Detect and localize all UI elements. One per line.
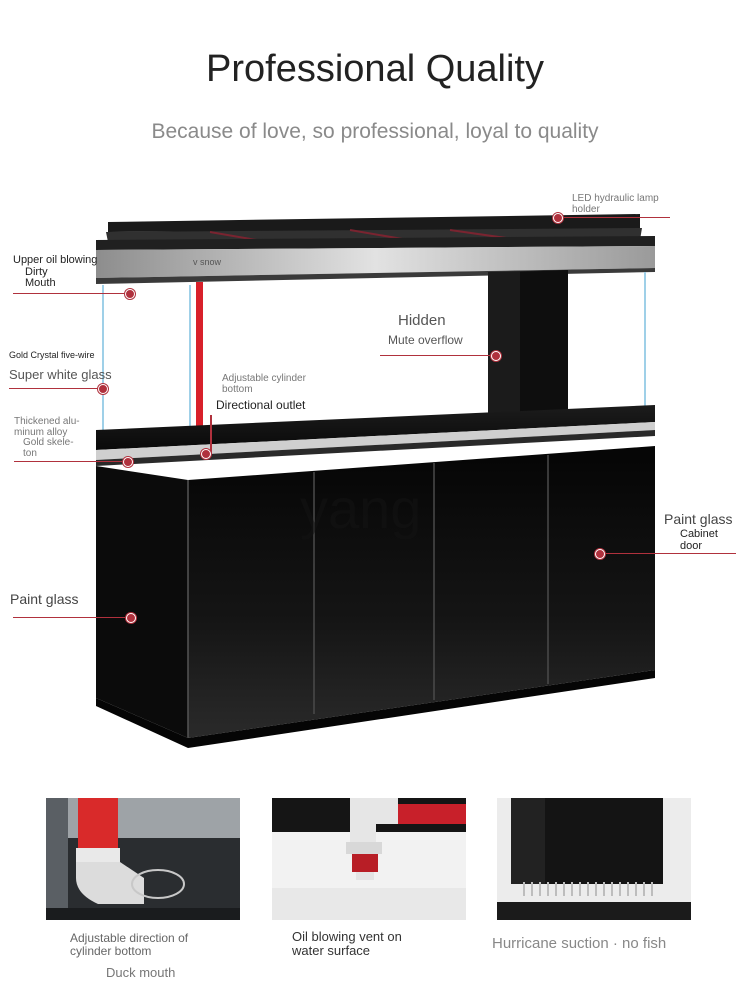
marker-dot-alloy [123,457,133,467]
detail-caption-oil-vent: Oil blowing vent on water surface [292,930,402,957]
callout-upper-oil-line3: Mouth [25,277,56,290]
marker-dot-paint-left [126,613,136,623]
glass-edges [102,272,646,452]
callout-paint-glass-left: Paint glass [10,591,79,607]
callout-cabinet-door-line1: Cabinet [680,528,718,540]
detail-caption-duck-mouth: Adjustable direction of cylinder bottom [70,932,188,957]
callout-gold-crystal: Gold Crystal five-wire [9,350,95,360]
leader-line-overflow [380,355,498,356]
callout-alloy-line2: minum alloy [14,426,68,438]
page-title: Professional Quality [206,48,544,90]
leader-line-glass [9,388,105,389]
callout-cabinet-door: Cabinet door [680,528,718,552]
leader-line-cabinet-door [600,553,736,554]
callout-super-white-glass: Super white glass [9,367,112,382]
leader-line-led-lamp [558,217,670,218]
brand-mark: v snow [193,257,222,267]
callout-directional-outlet: Directional outlet [216,398,306,412]
marker-dot-overflow [491,351,501,361]
led-lamp-holder [106,214,642,245]
detail-image-oil-vent [272,798,466,920]
callout-alloy-line4: ton [23,447,37,459]
page-subtitle: Because of love, so professional, loyal … [151,120,599,143]
detail-caption-duck-mouth-title: Duck mouth [106,965,176,980]
callout-alloy-line3: Gold skele- [23,437,74,448]
callout-led-lamp-line2: holder [572,203,600,215]
detail-image-duck-mouth [46,798,240,920]
watermark-text: yang [300,477,422,540]
detail-caption-duck-mouth-line1: Adjustable direction of [70,931,189,945]
callout-adjustable-line2: bottom [222,383,253,395]
tank-base [96,405,655,466]
marker-dot-led-lamp [553,213,563,223]
leader-line-outlet [210,415,212,453]
callout-upper-oil-line2: Dirty [25,265,48,278]
upper-frame [96,236,655,284]
callout-led-lamp: LED hydraulic lamp holder [572,193,659,215]
callout-aluminum-alloy: Thickened alu- minum alloy Gold skele- t… [14,416,80,459]
overflow-tower [488,270,568,424]
callout-upper-oil: Upper oil blowing Dirty Mouth [13,254,98,290]
marker-dot-upper-oil [125,289,135,299]
aquarium-illustration [96,214,655,748]
leader-line-alloy [14,461,130,462]
marker-dot-glass [98,384,108,394]
leader-line-paint-left [13,617,133,618]
marker-dot-cabinet-door [595,549,605,559]
callout-paint-glass-right: Paint glass [664,511,733,527]
detail-caption-hurricane-suction: Hurricane suction · no fish [492,935,667,952]
callout-mute-overflow: Mute overflow [388,333,463,347]
leader-line-upper-oil [13,293,131,294]
cabinet [96,446,655,748]
detail-image-hurricane-suction [497,798,691,920]
callout-led-lamp-line1: LED hydraulic lamp [572,193,659,204]
callout-adjustable-bottom: Adjustable cylinder bottom [222,373,306,395]
detail-caption-oil-vent-line1: Oil blowing vent on [292,929,402,944]
detail-caption-oil-vent-line2: water surface [292,942,371,958]
marker-dot-outlet [201,449,211,459]
detail-caption-duck-mouth-line2: cylinder bottom [70,943,152,958]
callout-alloy-line1: Thickened alu- [14,416,80,427]
callout-adjustable-line1: Adjustable cylinder [222,373,306,384]
callout-upper-oil-line1: Upper oil blowing [13,254,98,266]
callout-hidden: Hidden [398,312,446,329]
callout-cabinet-door-line2: door [680,539,703,552]
